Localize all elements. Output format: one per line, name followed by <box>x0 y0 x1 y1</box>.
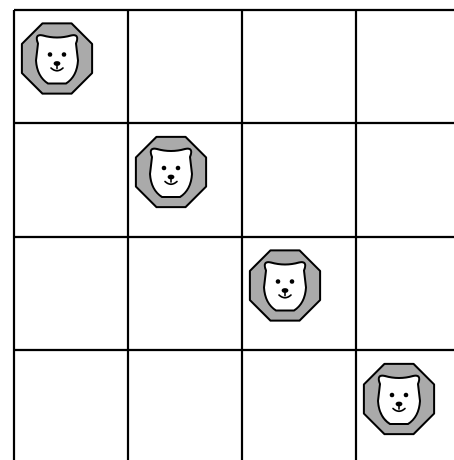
lion-eye <box>404 393 409 398</box>
lion-eye <box>276 279 281 284</box>
lion-eye <box>390 393 395 398</box>
lion-eye <box>62 52 67 57</box>
lion-eye <box>162 166 167 171</box>
lion-icon[interactable] <box>22 23 92 93</box>
lion-face <box>264 262 306 310</box>
lion-icon[interactable] <box>136 137 206 207</box>
lion-eye <box>176 166 181 171</box>
lion-eye <box>48 52 53 57</box>
lion-face <box>378 376 420 424</box>
lion-face <box>36 35 78 83</box>
board-cell-r3-c4[interactable] <box>356 237 454 350</box>
board-cell-r4-c3[interactable] <box>242 350 356 460</box>
board-cell-r3-c1[interactable] <box>14 237 128 350</box>
board-cell-r1-c4[interactable] <box>356 10 454 123</box>
board-cell-r2-c1[interactable] <box>14 123 128 237</box>
lion-icon[interactable] <box>364 364 434 434</box>
board-cell-r1-c2[interactable] <box>128 10 242 123</box>
board-cell-r4-c1[interactable] <box>14 350 128 460</box>
board-cell-r4-c2[interactable] <box>128 350 242 460</box>
board-cell-r3-c2[interactable] <box>128 237 242 350</box>
lion-icon[interactable] <box>250 250 320 320</box>
board-cell-r2-c4[interactable] <box>356 123 454 237</box>
lion-eye <box>290 279 295 284</box>
lion-face <box>150 149 192 197</box>
board-cell-r2-c3[interactable] <box>242 123 356 237</box>
board-cell-r1-c3[interactable] <box>242 10 356 123</box>
